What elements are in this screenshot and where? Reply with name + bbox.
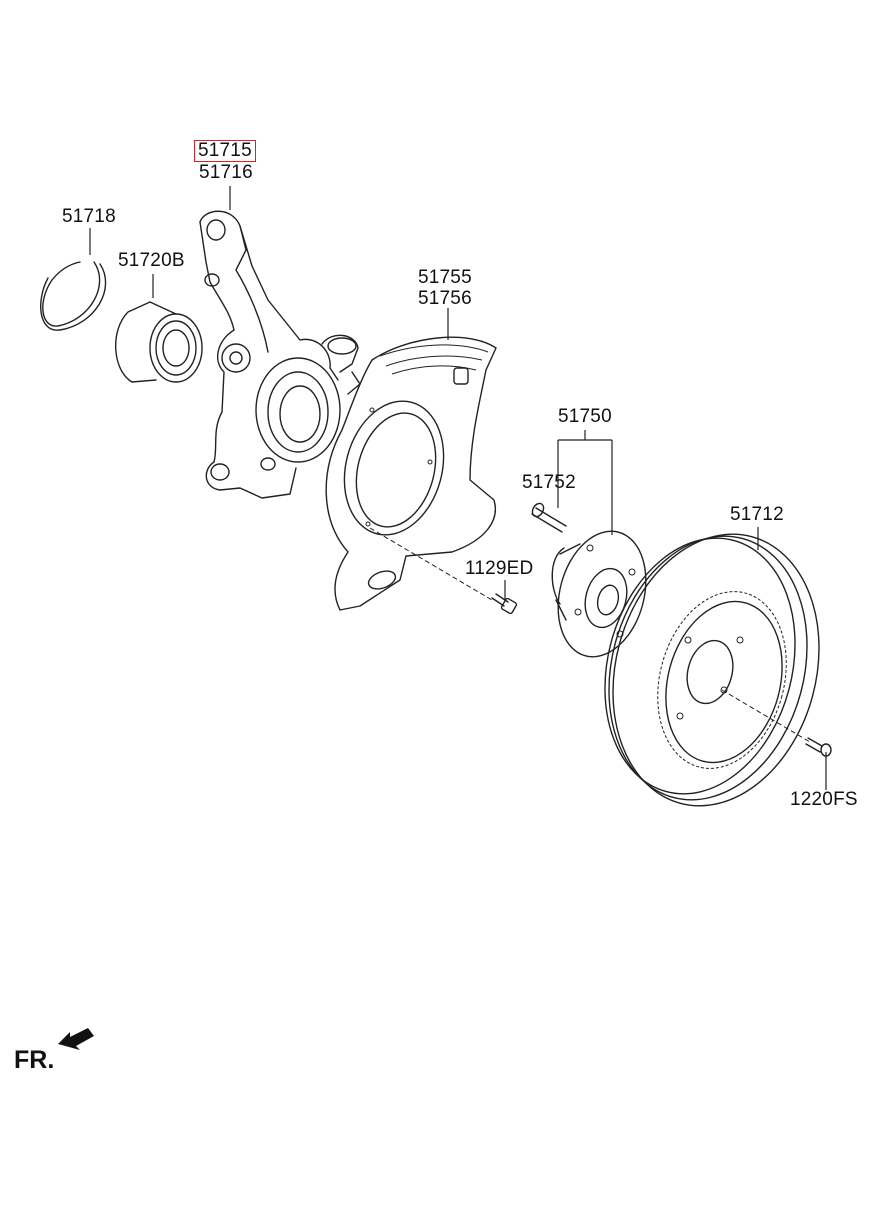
part-label-51755[interactable]: 51755 (418, 267, 472, 288)
dust-cover-part (325, 336, 497, 611)
part-label-51752[interactable]: 51752 (522, 472, 576, 493)
part-label-51720b[interactable]: 51720B (118, 250, 185, 271)
part-label-51756[interactable]: 51756 (418, 288, 472, 309)
snap-ring-part (40, 261, 107, 331)
hub-bolt-part (531, 502, 567, 533)
leader-lines (89, 186, 827, 790)
part-label-1129ed[interactable]: 1129ED (465, 558, 534, 579)
part-label-51718[interactable]: 51718 (62, 206, 116, 227)
steering-knuckle-part (199, 210, 361, 499)
front-direction-label: FR. (14, 1046, 55, 1074)
wheel-bearing-part (115, 301, 203, 383)
part-label-51715[interactable]: 51715 (194, 140, 256, 162)
part-label-1220fs[interactable]: 1220FS (790, 789, 858, 810)
disc-screw-part (721, 689, 832, 757)
part-label-51750[interactable]: 51750 (558, 406, 612, 427)
wheel-hub-part (551, 530, 647, 658)
cover-bolt-part (369, 527, 518, 615)
part-label-51712[interactable]: 51712 (730, 504, 784, 525)
part-label-51716[interactable]: 51716 (199, 162, 253, 183)
brake-disc-part (604, 533, 820, 807)
front-direction-arrow (58, 1028, 94, 1050)
